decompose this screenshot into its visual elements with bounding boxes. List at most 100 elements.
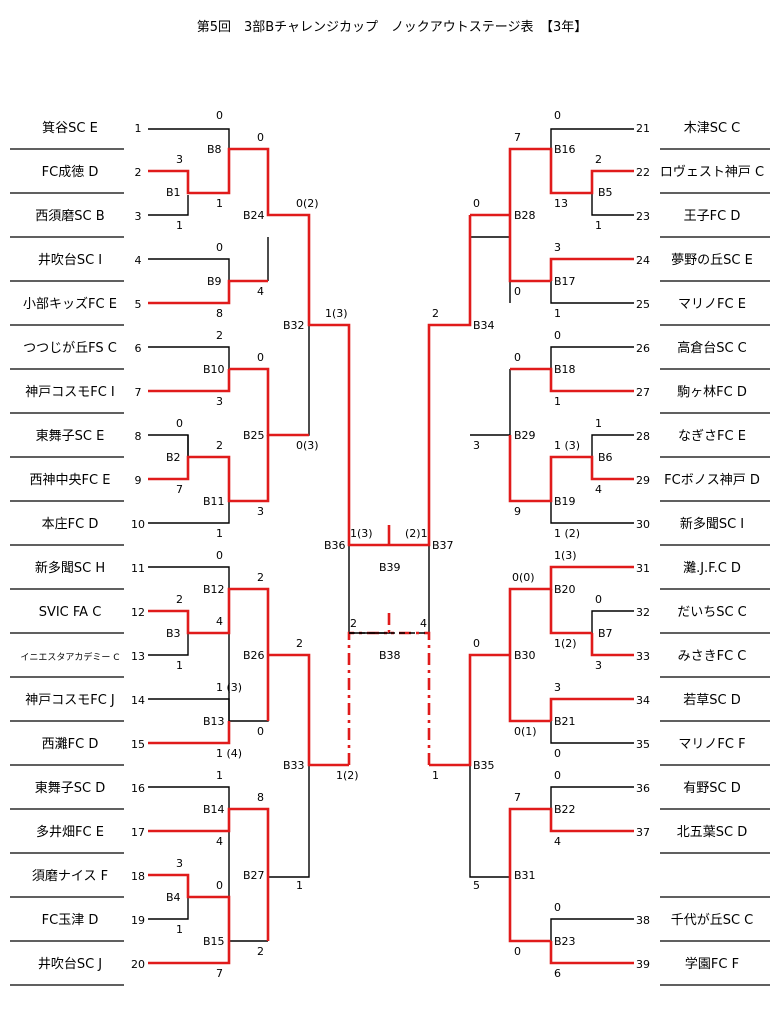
match-label: B28 <box>514 209 536 222</box>
team-number: 12 <box>131 606 145 619</box>
match-label: B29 <box>514 429 536 442</box>
team-name: 夢野の丘SC E <box>671 253 753 268</box>
match-label: B19 <box>554 495 576 508</box>
match-label: B32 <box>283 319 305 332</box>
team-number: 24 <box>636 254 650 267</box>
match-score: 1 <box>554 307 561 320</box>
team-number: 14 <box>131 694 145 707</box>
team-number: 28 <box>636 430 650 443</box>
team-number: 23 <box>636 210 650 223</box>
match-label: B33 <box>283 759 305 772</box>
right-bracket-winners <box>349 147 634 965</box>
team-number: 5 <box>135 298 142 311</box>
team-number: 4 <box>135 254 142 267</box>
match-score: 1 (3) <box>216 681 242 694</box>
team-name: 井吹台SC J <box>38 957 102 972</box>
team-name: だいちSC C <box>677 605 747 620</box>
match-score: 1(3) <box>350 527 373 540</box>
match-label: B22 <box>554 803 576 816</box>
team-number: 16 <box>131 782 145 795</box>
match-score: 1 <box>216 769 223 782</box>
match-score: 3 <box>473 439 480 452</box>
team-name: 西神中央FC E <box>30 473 111 488</box>
match-label: B36 <box>324 539 346 552</box>
match-label: B10 <box>203 363 225 376</box>
match-score: 4 <box>420 617 427 630</box>
match-score: 8 <box>257 791 264 804</box>
match-score: 1 <box>432 769 439 782</box>
team-number: 3 <box>135 210 142 223</box>
match-score: 0 <box>554 747 561 760</box>
match-score: 1 <box>176 659 183 672</box>
team-name: 東舞子SC D <box>35 780 105 796</box>
match-score: 0 <box>257 725 264 738</box>
team-name: 北五葉SC D <box>677 825 747 840</box>
team-name: 千代が丘SC C <box>671 913 754 928</box>
match-label: B39 <box>379 561 401 574</box>
team-name: 本庄FC D <box>42 516 99 532</box>
match-score: 0 <box>514 945 521 958</box>
match-score: 7 <box>216 967 223 980</box>
match-score: 0 <box>514 351 521 364</box>
match-score: 0 <box>595 593 602 606</box>
team-number: 13 <box>131 650 145 663</box>
team-number: 31 <box>636 562 650 575</box>
match-label: B16 <box>554 143 576 156</box>
team-number: 22 <box>636 166 650 179</box>
team-name: なぎさFC E <box>678 429 746 444</box>
match-score: (2)1 <box>405 527 428 540</box>
match-score: 2 <box>296 637 303 650</box>
match-score: 8 <box>216 307 223 320</box>
match-score: 3 <box>554 241 561 254</box>
team-name: FCボノス神戸 D <box>664 473 760 488</box>
match-score: 5 <box>473 879 480 892</box>
match-score: 2 <box>216 329 223 342</box>
match-label: B17 <box>554 275 576 288</box>
team-number: 9 <box>135 474 142 487</box>
match-label: B15 <box>203 935 225 948</box>
team-name: 西灘FC D <box>42 737 99 752</box>
match-score: 0 <box>216 109 223 122</box>
match-label: B8 <box>207 143 222 156</box>
match-score: 0 <box>554 769 561 782</box>
team-number: 20 <box>131 958 145 971</box>
match-score: 3 <box>176 153 183 166</box>
team-number: 19 <box>131 914 145 927</box>
team-name: 西須磨SC B <box>35 209 104 224</box>
match-label: B27 <box>243 869 265 882</box>
team-number: 2 <box>135 166 142 179</box>
match-label: B9 <box>207 275 222 288</box>
team-name: 有野SC D <box>683 781 740 796</box>
match-label: B18 <box>554 363 576 376</box>
match-score: 0 <box>216 549 223 562</box>
team-name: FC成徳 D <box>42 165 99 180</box>
match-score: 4 <box>595 483 602 496</box>
match-score: 6 <box>554 967 561 980</box>
match-score: 4 <box>554 835 561 848</box>
match-label: B12 <box>203 583 225 596</box>
match-score: 1 <box>595 417 602 430</box>
team-name: 学園FC F <box>685 956 739 972</box>
match-label: B30 <box>514 649 536 662</box>
match-score: 0 <box>514 285 521 298</box>
team-name: 井吹台SC I <box>38 253 102 268</box>
team-name: つつじが丘FS C <box>23 341 117 356</box>
match-score: 0 <box>473 637 480 650</box>
team-name: 神戸コスモFC J <box>25 693 115 708</box>
match-score: 1 (2) <box>554 527 580 540</box>
match-score: 0(2) <box>296 197 319 210</box>
team-number: 34 <box>636 694 650 707</box>
match-score: 0 <box>216 879 223 892</box>
match-score: 1 <box>296 879 303 892</box>
match-score: 2 <box>257 571 264 584</box>
match-score: 3 <box>595 659 602 672</box>
team-number: 26 <box>636 342 650 355</box>
match-label: B6 <box>598 451 613 464</box>
match-label: B11 <box>203 495 225 508</box>
team-name: ロヴェスト神戸 C <box>660 164 764 180</box>
team-number: 6 <box>135 342 142 355</box>
team-name: マリノFC F <box>678 737 745 752</box>
team-number: 33 <box>636 650 650 663</box>
